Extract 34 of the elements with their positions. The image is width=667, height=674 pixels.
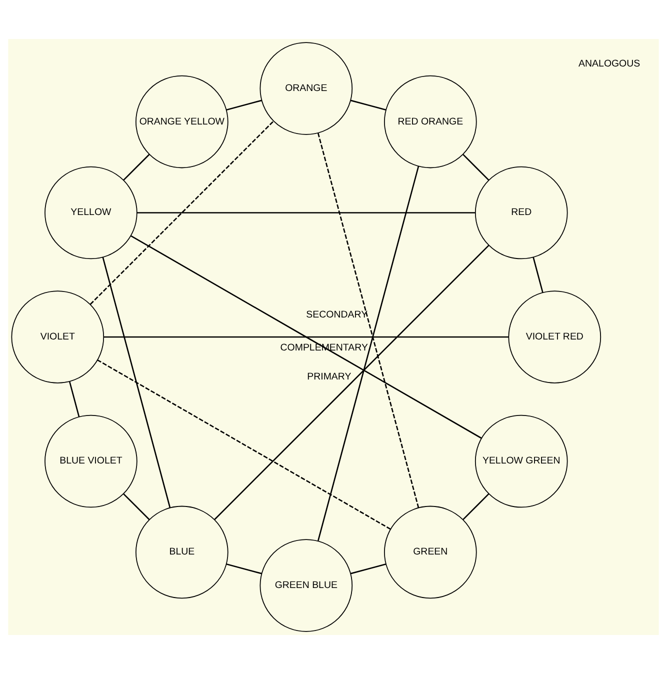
connector <box>350 100 386 110</box>
connector <box>350 564 386 574</box>
node-circle: VIOLET RED <box>508 290 602 384</box>
connector <box>90 120 274 305</box>
edge-label: PRIMARY <box>307 372 352 383</box>
node-circle: ORANGE <box>260 42 353 135</box>
connector <box>532 257 544 293</box>
node-circle: VIOLET <box>11 290 104 384</box>
node-circle: RED <box>474 166 568 260</box>
connector <box>137 212 476 214</box>
connector <box>123 493 150 520</box>
connector <box>462 493 490 520</box>
connector <box>317 132 420 508</box>
connector <box>104 336 509 338</box>
node-circle: ORANGE YELLOW <box>136 75 228 168</box>
node-circle: RED ORANGE <box>384 75 477 168</box>
connector <box>317 166 420 541</box>
edge-label: SECONDARY <box>306 309 368 320</box>
label: ANALOGOUS <box>578 58 640 70</box>
node-circle: GREEN BLUE <box>260 539 353 632</box>
connector <box>462 154 490 181</box>
node-circle: GREEN <box>384 506 477 599</box>
connector <box>68 381 80 417</box>
connector <box>130 235 482 439</box>
connector <box>226 564 262 574</box>
node-circle: BLUE <box>136 506 228 599</box>
node-circle: BLUE VIOLET <box>44 414 138 508</box>
node-circle: YELLOW <box>44 166 138 260</box>
connector <box>214 244 490 520</box>
node-circle: YELLOW GREEN <box>474 414 568 508</box>
connector <box>102 257 171 508</box>
connector <box>123 154 150 181</box>
connector <box>97 359 391 530</box>
connector <box>226 100 262 110</box>
